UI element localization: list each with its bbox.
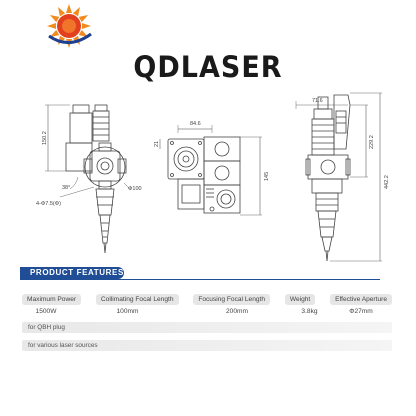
spec-value-row: 1500W 100mm 200mm 3.8kg Φ27mm [22, 308, 392, 315]
spec-header-collimating: Collimating Focal Length [95, 294, 179, 305]
spec-header-focusing: Focusing Focal Length [193, 294, 271, 305]
brand-name: QDLASER [133, 50, 283, 85]
spec-value-focusing: 200mm [226, 308, 248, 315]
front-view-drawing [45, 104, 131, 254]
front-dim-height: 150.2 [42, 131, 48, 145]
side-dim-small: 21 [154, 141, 160, 147]
side-view-drawing [159, 125, 262, 216]
front-dim-diameter: Φ100 [128, 186, 142, 192]
feature-item: for QBH plug [22, 322, 392, 333]
spec-value-aperture: Φ27mm [349, 308, 373, 315]
sun-logo-icon [47, 4, 92, 48]
side-dim-width: 84.6 [190, 121, 201, 127]
back-dim-height-2: 442.2 [384, 175, 390, 189]
section-title: PRODUCT FEATURES [20, 267, 124, 279]
front-dim-holes: 4-Φ7.5(Φ) [36, 201, 61, 207]
spec-table: Maximum Power Collimating Focal Length F… [22, 294, 392, 315]
front-dim-angle: 38° [62, 185, 70, 191]
back-dim-height-1: 229.2 [369, 135, 375, 149]
spec-header-row: Maximum Power Collimating Focal Length F… [22, 294, 392, 305]
back-dim-width: 71.6 [312, 98, 323, 104]
section-divider [20, 279, 380, 280]
back-view-drawing [295, 92, 382, 262]
spec-value-collimating: 100mm [116, 308, 139, 315]
spec-header-aperture: Effective Aperture [330, 294, 392, 305]
spec-header-max-power: Maximum Power [22, 294, 82, 305]
spec-header-weight: Weight [284, 294, 316, 305]
technical-drawings: 150.2 Φ100 4-Φ7.5(Φ) 38° 84.6 21 145 71.… [36, 92, 390, 262]
brand-logo: QDLASER [0, 0, 416, 90]
spec-value-weight: 3.8kg [301, 308, 318, 315]
spec-value-max-power: 1500W [35, 308, 57, 315]
feature-item: for various laser sources [22, 340, 392, 351]
side-dim-height: 145 [264, 172, 270, 181]
